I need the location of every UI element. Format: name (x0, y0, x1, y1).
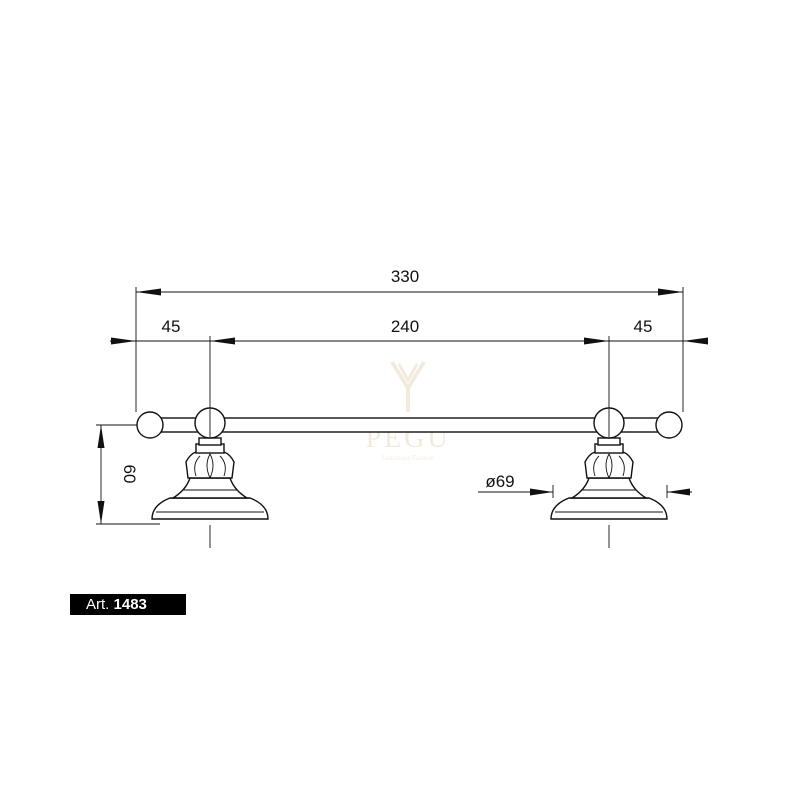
right-bracket (550, 407, 668, 520)
dimension-center-distance-label: 240 (391, 317, 419, 336)
dimension-base-diameter-label: ø69 (485, 472, 514, 491)
towel-bar (136, 411, 683, 439)
watermark-logo: PEGU Luxurious Fashion (365, 360, 448, 462)
dimension-overall: 330 (135, 267, 684, 412)
dimension-base-diameter: ø69 (478, 472, 692, 498)
dimension-left-offset-label: 45 (162, 317, 181, 336)
left-end-knob (136, 411, 164, 439)
dimension-overall-label: 330 (391, 267, 419, 286)
right-end-knob (655, 411, 683, 439)
dimension-chain: 45 240 45 (110, 317, 708, 410)
dimension-height-label: 60 (120, 465, 139, 484)
article-label: Art. 1483 (70, 594, 186, 615)
center-lines (209, 525, 610, 548)
dimension-right-offset-label: 45 (634, 317, 653, 336)
article-number: 1483 (113, 596, 147, 613)
watermark-tagline: Luxurious Fashion (382, 454, 435, 462)
left-bracket (151, 407, 269, 520)
article-prefix: Art. (86, 596, 110, 613)
